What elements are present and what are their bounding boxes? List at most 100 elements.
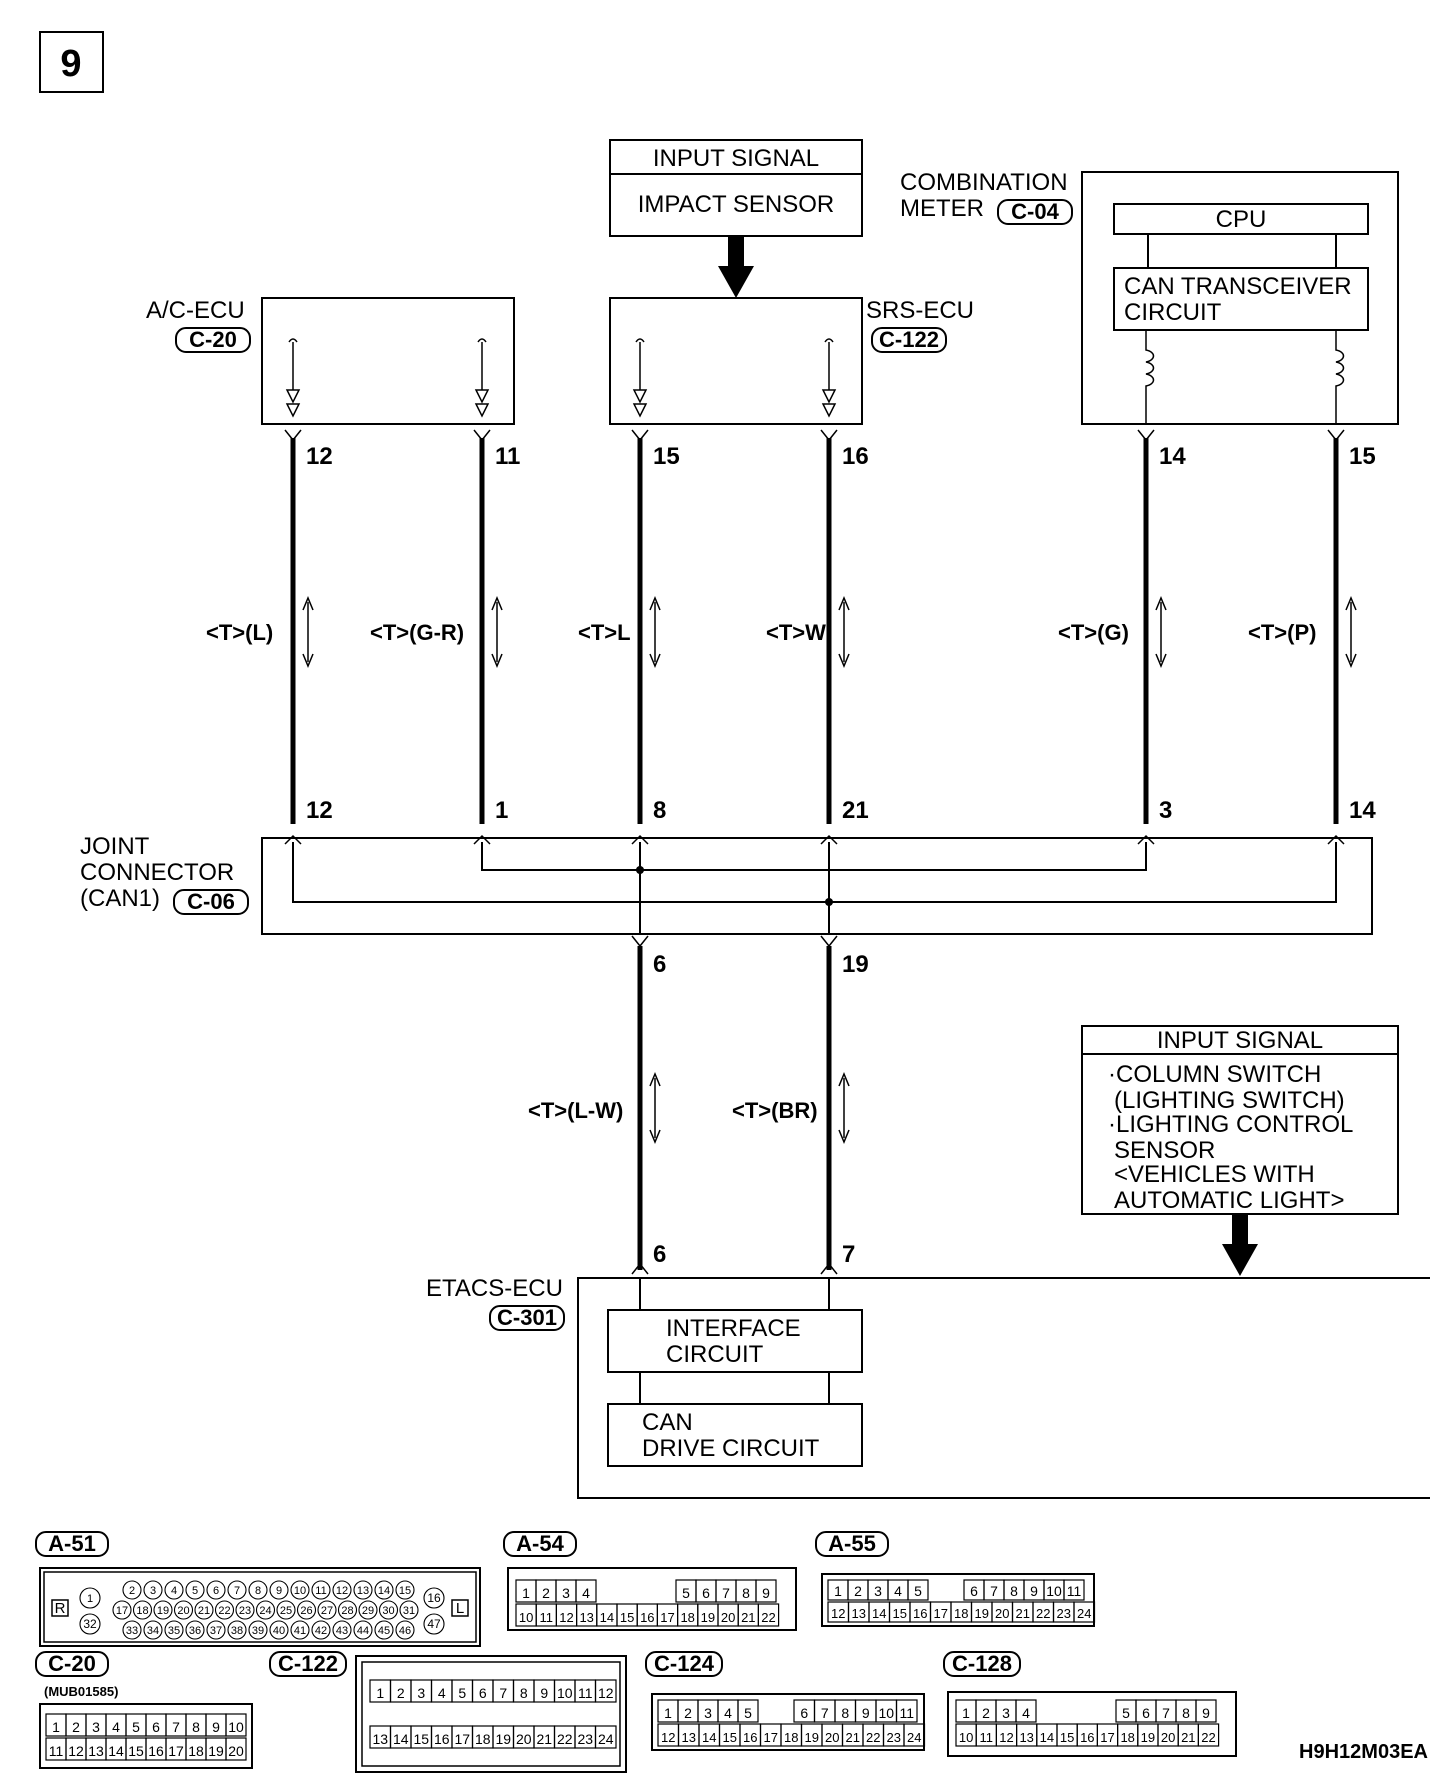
connector-pin-label: 28 bbox=[341, 1605, 353, 1617]
connector-pin-label: 17 bbox=[934, 1606, 948, 1621]
connector-pin-label: 13 bbox=[372, 1731, 388, 1747]
input-line-6: AUTOMATIC LIGHT> bbox=[1114, 1187, 1344, 1214]
connector-pin-label: 22 bbox=[866, 1730, 880, 1745]
connector-pin-label: 16 bbox=[427, 1591, 441, 1605]
connector-pin-label: 21 bbox=[1016, 1606, 1030, 1621]
connector-pin-label: 18 bbox=[784, 1730, 798, 1745]
connector-pin-label: 16 bbox=[434, 1731, 450, 1747]
bidirectional-arrow-icon bbox=[302, 596, 1357, 668]
connector-pin-label: 12 bbox=[68, 1743, 84, 1759]
connector-pin-label: 17 bbox=[660, 1610, 674, 1625]
connector-pin-label: 15 bbox=[723, 1730, 737, 1745]
connector-pin-label: 14 bbox=[1040, 1730, 1054, 1745]
wire-label-7: <T>(L-W) bbox=[528, 1098, 623, 1123]
connector-pin-label: 14 bbox=[378, 1585, 390, 1597]
connector-pin-label: 20 bbox=[516, 1731, 532, 1747]
wire-label-1: <T>(L) bbox=[206, 620, 273, 645]
connector-pin-label: 35 bbox=[168, 1625, 180, 1637]
connector-pin-label: 10 bbox=[878, 1705, 894, 1721]
connector-pin-label: 4 bbox=[171, 1585, 177, 1597]
wire-label-6: <T>(P) bbox=[1248, 620, 1316, 645]
connector-pin-label: 2 bbox=[129, 1585, 135, 1597]
connector-pin-label: 22 bbox=[1036, 1606, 1050, 1621]
connector-pin-label: 15 bbox=[399, 1585, 411, 1597]
connector-pin-label: 20 bbox=[825, 1730, 839, 1745]
connector-pin-label: 5 bbox=[132, 1719, 140, 1735]
connector-pin-label: 39 bbox=[252, 1625, 264, 1637]
connector-pin-label: 21 bbox=[1181, 1730, 1195, 1745]
connector-pin-label: 7 bbox=[1162, 1705, 1170, 1721]
connector-pin-label: 8 bbox=[520, 1685, 528, 1701]
connector-pin-label: 4 bbox=[112, 1719, 120, 1735]
connector-pin-label: 1 bbox=[664, 1705, 672, 1721]
figure-code: H9H12M03EA bbox=[1299, 1741, 1428, 1763]
connector-pin-label: 29 bbox=[362, 1605, 374, 1617]
connector-pin-label: 11 bbox=[49, 1743, 64, 1759]
pin-joint-bottom-2: 19 bbox=[842, 951, 869, 978]
connector-pin-label: 6 bbox=[800, 1705, 808, 1721]
connector-pin-label: 19 bbox=[157, 1605, 169, 1617]
coil-icon bbox=[1145, 330, 1345, 424]
connector-pin-label: 24 bbox=[598, 1731, 614, 1747]
srs-ecu-connector-badge bbox=[871, 327, 947, 353]
a54-badge bbox=[503, 1531, 577, 1557]
connector-pin-label: 3 bbox=[150, 1585, 156, 1597]
connector-pin-label: 5 bbox=[1122, 1705, 1130, 1721]
etacs-name: ETACS-ECU bbox=[426, 1275, 563, 1302]
etacs-connector: C-301 bbox=[497, 1305, 557, 1330]
connector-pin-label: 9 bbox=[1030, 1583, 1038, 1599]
pin-top-2: 11 bbox=[495, 443, 520, 470]
connector-pin-label: 9 bbox=[862, 1705, 870, 1721]
c124-face bbox=[651, 1693, 925, 1751]
connector-pin-label: 38 bbox=[231, 1625, 243, 1637]
connector-pin-label: 12 bbox=[598, 1685, 614, 1701]
connector-pin-label: 23 bbox=[239, 1605, 251, 1617]
meter-name-line2: METER bbox=[900, 195, 984, 222]
c124-name: C-124 bbox=[654, 1651, 715, 1676]
connector-pin-label: 15 bbox=[893, 1606, 907, 1621]
connector-pin-label: 19 bbox=[208, 1743, 224, 1759]
connector-pin-label: 14 bbox=[393, 1731, 409, 1747]
c124-badge bbox=[645, 1651, 723, 1677]
connector-pin-label: 2 bbox=[397, 1685, 405, 1701]
etacs-box bbox=[577, 1277, 1430, 1499]
connector-pin-label: 7 bbox=[234, 1585, 240, 1597]
input-signal-top-title: INPUT SIGNAL bbox=[653, 145, 819, 172]
connector-pin-label: 7 bbox=[722, 1585, 730, 1601]
meter-cpu-box bbox=[1113, 203, 1369, 235]
a51-badge bbox=[35, 1531, 109, 1557]
connector-pin-label: 22 bbox=[557, 1731, 573, 1747]
connector-pin-label: 23 bbox=[577, 1731, 593, 1747]
connector-pin-label: 24 bbox=[259, 1605, 271, 1617]
a55-face bbox=[821, 1573, 1095, 1627]
connector-pin-label: 8 bbox=[841, 1705, 849, 1721]
meter-connector-badge bbox=[997, 199, 1073, 225]
connector-pin-label: 42 bbox=[315, 1625, 327, 1637]
connector-pin-label: 13 bbox=[1019, 1730, 1033, 1745]
connector-pin-label: 6 bbox=[152, 1719, 160, 1735]
wire-label-8: <T>(BR) bbox=[732, 1098, 818, 1123]
wire-label-4: <T>W bbox=[766, 620, 826, 645]
connector-pin-label: 14 bbox=[872, 1606, 886, 1621]
connector-pin-label: 6 bbox=[702, 1585, 710, 1601]
page-number: 9 bbox=[60, 43, 81, 85]
connector-pin-label: 19 bbox=[495, 1731, 511, 1747]
pin-joint-top-6: 14 bbox=[1349, 797, 1376, 824]
pin-etacs-1: 6 bbox=[653, 1241, 666, 1268]
connector-pin-label: 8 bbox=[1182, 1705, 1190, 1721]
pin-top-1: 12 bbox=[306, 443, 333, 470]
connector-pin-label: 20 bbox=[1161, 1730, 1175, 1745]
etacs-connector-badge bbox=[489, 1305, 565, 1331]
connector-pin-label: 2 bbox=[72, 1719, 80, 1735]
connector-pin-label: 17 bbox=[454, 1731, 470, 1747]
connector-pin-label: 10 bbox=[959, 1730, 973, 1745]
connector-pin-label: 16 bbox=[148, 1743, 164, 1759]
connector-pin-label: 40 bbox=[273, 1625, 285, 1637]
connector-pin-label: 13 bbox=[357, 1585, 369, 1597]
connector-pin-label: 10 bbox=[519, 1610, 533, 1625]
connector-pin-label: 27 bbox=[321, 1605, 333, 1617]
connector-pin-label: 16 bbox=[640, 1610, 654, 1625]
connector-pin-label: 19 bbox=[1141, 1730, 1155, 1745]
wire-label-3: <T>L bbox=[578, 620, 631, 645]
